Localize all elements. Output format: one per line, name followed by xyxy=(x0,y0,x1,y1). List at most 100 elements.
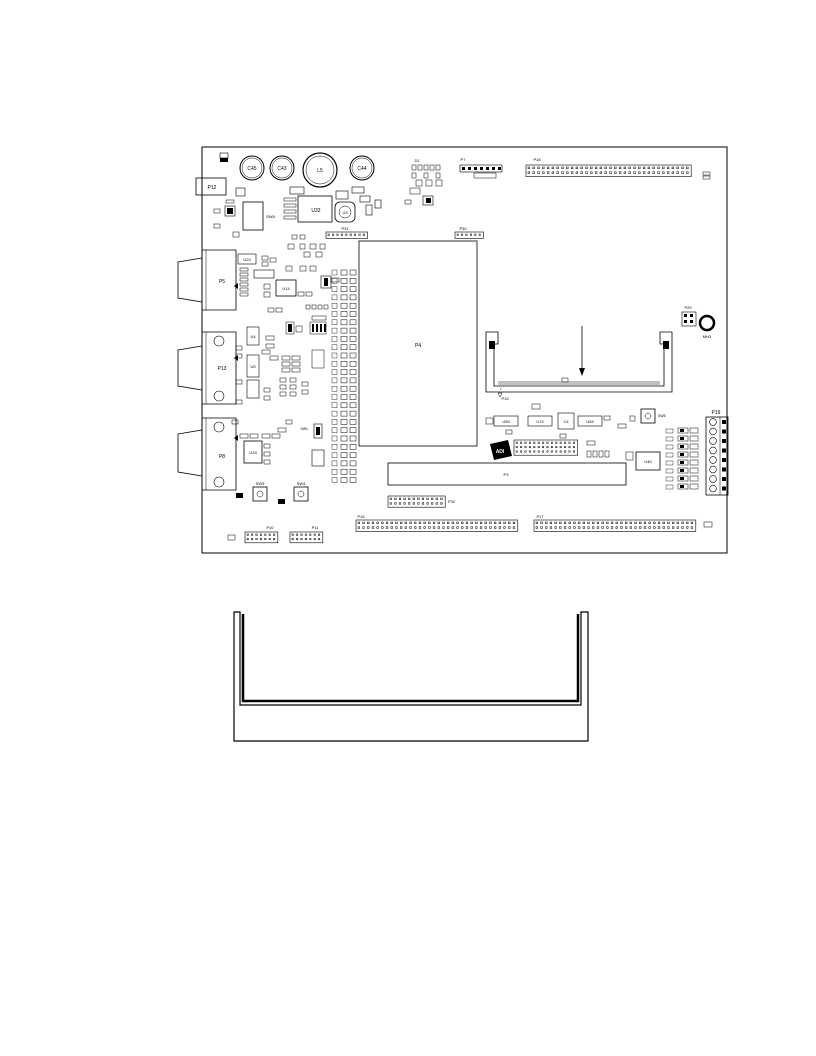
component-box xyxy=(220,158,228,162)
column-part xyxy=(331,386,338,392)
column-part xyxy=(340,402,348,409)
header-pin xyxy=(686,521,689,524)
header-pin xyxy=(533,446,536,449)
header-pin xyxy=(653,526,656,529)
column-part xyxy=(340,427,348,433)
header-pin xyxy=(367,521,370,524)
header-pin xyxy=(428,526,431,529)
chip-u4 xyxy=(246,326,260,346)
header-pin xyxy=(559,450,562,453)
header-pin xyxy=(550,441,553,444)
component-box xyxy=(235,187,246,197)
header-pin xyxy=(653,521,656,524)
led-part xyxy=(665,452,674,458)
column-part xyxy=(331,361,338,367)
header-pin xyxy=(520,441,523,444)
header-pin xyxy=(666,171,670,174)
header-pin xyxy=(358,233,361,236)
header-p7 xyxy=(459,164,503,179)
header-pin xyxy=(564,450,567,453)
header-pin xyxy=(620,526,623,529)
capacitor-c44-inner xyxy=(351,157,373,179)
header-pin xyxy=(400,526,403,529)
header-pin xyxy=(570,171,574,174)
header-pin xyxy=(362,521,365,524)
header-pin xyxy=(398,497,402,500)
header-pin xyxy=(367,526,370,529)
led-resistor xyxy=(689,459,699,466)
header-pin xyxy=(515,446,518,449)
header-pin xyxy=(470,526,473,529)
module-p4 xyxy=(358,240,478,447)
header-pin xyxy=(537,441,540,444)
label-sw5: SW5 xyxy=(658,414,666,418)
header-pin xyxy=(412,497,415,500)
header-pin xyxy=(431,502,434,505)
led-part xyxy=(665,436,674,442)
column-part xyxy=(331,369,338,375)
header-pin xyxy=(555,450,558,453)
header-pin xyxy=(313,538,316,541)
column-part xyxy=(349,477,357,483)
header-pin xyxy=(404,521,407,524)
header-outline xyxy=(355,519,519,532)
header-pin xyxy=(542,171,545,174)
column-part xyxy=(349,302,357,309)
header-pin xyxy=(652,166,655,170)
led-resistor xyxy=(689,435,699,442)
column-part xyxy=(349,435,357,442)
label-p16: P16 xyxy=(357,514,365,519)
header-pin xyxy=(618,166,622,170)
led-mark xyxy=(680,429,684,432)
component-box xyxy=(283,209,297,214)
column-part xyxy=(331,278,338,284)
header-pin xyxy=(428,521,431,524)
header-pin xyxy=(568,441,571,444)
header-pin xyxy=(582,521,585,524)
header-pin xyxy=(686,526,689,529)
capacitor-c44 xyxy=(349,155,375,181)
header-pin xyxy=(564,441,567,444)
header-pin xyxy=(447,526,450,529)
header-pin xyxy=(291,533,294,536)
header-p32 xyxy=(387,495,446,508)
header-pin xyxy=(300,533,303,536)
header-pin xyxy=(469,233,472,236)
header-pin xyxy=(456,526,459,529)
header-pin xyxy=(628,166,631,170)
header-pin xyxy=(647,166,651,170)
header-pin xyxy=(403,502,406,505)
header-pin xyxy=(596,521,600,524)
header-pin xyxy=(587,521,590,524)
column-part xyxy=(331,344,338,350)
header-pin xyxy=(590,166,593,170)
header-pin xyxy=(681,166,684,170)
header-pin xyxy=(564,446,567,449)
connector-p12 xyxy=(195,177,227,196)
header-pin xyxy=(300,538,303,541)
component-box xyxy=(236,493,243,498)
header-pin xyxy=(418,526,422,529)
header-pin xyxy=(671,166,675,170)
header-p16 xyxy=(355,519,519,532)
label-sw8: SW8 xyxy=(266,214,275,219)
column-part xyxy=(340,460,348,467)
header-pin xyxy=(592,521,595,524)
column-part xyxy=(349,294,357,301)
component-box xyxy=(224,205,236,217)
header-pin xyxy=(475,521,478,524)
label-d1: D1 xyxy=(414,158,420,163)
header-pin xyxy=(533,450,536,453)
component-cluster xyxy=(586,423,627,458)
column-part xyxy=(331,427,338,433)
header-pin xyxy=(681,171,684,174)
chip-u10 xyxy=(311,449,325,467)
column-part xyxy=(349,394,357,400)
bracket-outer-outline xyxy=(233,611,589,742)
header-pin xyxy=(251,533,254,536)
label-p4: P4 xyxy=(415,343,421,349)
column-part xyxy=(331,286,338,292)
column-part xyxy=(340,294,348,301)
column-part xyxy=(331,394,338,400)
header-pin xyxy=(546,166,550,170)
